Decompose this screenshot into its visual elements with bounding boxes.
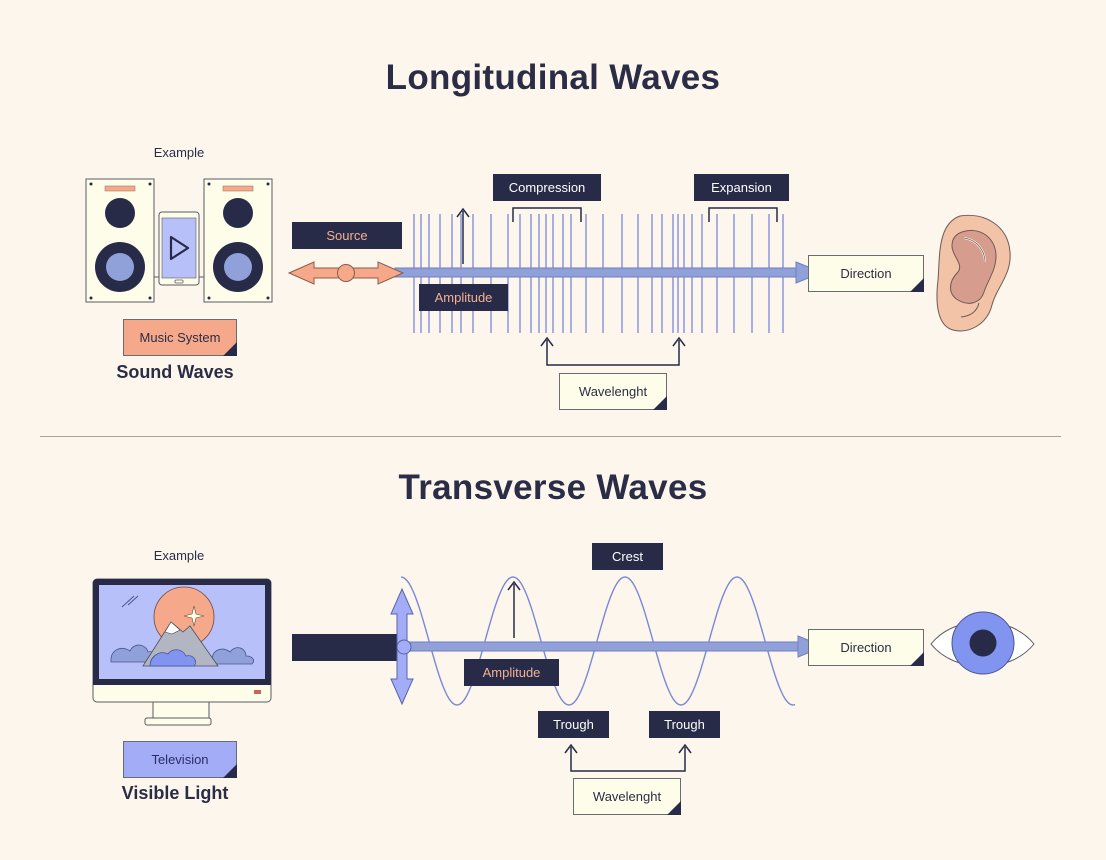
eye-icon — [930, 611, 1035, 675]
television-icon — [92, 578, 272, 726]
transverse-title: Transverse Waves — [398, 468, 708, 507]
section-divider — [40, 436, 1061, 437]
expansion-label: Expansion — [694, 174, 789, 201]
visible-light-label: Visible Light — [121, 783, 229, 803]
longitudinal-amplitude-label: Amplitude — [419, 284, 508, 311]
transverse-direction-arrow — [403, 635, 826, 658]
source-oscillation-arrow — [287, 261, 405, 285]
longitudinal-wavelength-bracket — [540, 336, 686, 366]
vertical-oscillation-arrow — [390, 587, 414, 706]
source-label: Source — [292, 222, 402, 249]
transverse-sine-wave — [400, 576, 796, 706]
sound-waves-label: Sound Waves — [116, 362, 234, 382]
compression-bracket — [512, 207, 582, 222]
longitudinal-amplitude-arrow — [456, 207, 470, 264]
music-system-label: Music System — [123, 319, 237, 356]
transverse-example-label: Example — [153, 548, 205, 563]
transverse-amplitude-arrow — [507, 580, 521, 638]
transverse-amplitude-label: Amplitude — [464, 659, 559, 686]
longitudinal-direction-label: Direction — [808, 255, 924, 292]
transverse-source-block — [292, 634, 401, 661]
longitudinal-title: Longitudinal Waves — [385, 58, 721, 97]
expansion-bracket — [708, 207, 778, 222]
transverse-direction-label: Direction — [808, 629, 924, 666]
trough-label-2: Trough — [649, 711, 720, 738]
longitudinal-direction-arrow — [394, 261, 824, 284]
crest-label: Crest — [592, 543, 663, 570]
television-label: Television — [123, 741, 237, 778]
longitudinal-example-label: Example — [153, 145, 205, 160]
transverse-wavelength-bracket — [564, 743, 692, 772]
trough-label-1: Trough — [538, 711, 609, 738]
ear-icon — [936, 214, 1011, 332]
compression-label: Compression — [493, 174, 601, 201]
music-system-icon — [85, 178, 273, 303]
longitudinal-wavelength-label: Wavelenght — [559, 373, 667, 410]
transverse-wavelength-label: Wavelenght — [573, 778, 681, 815]
